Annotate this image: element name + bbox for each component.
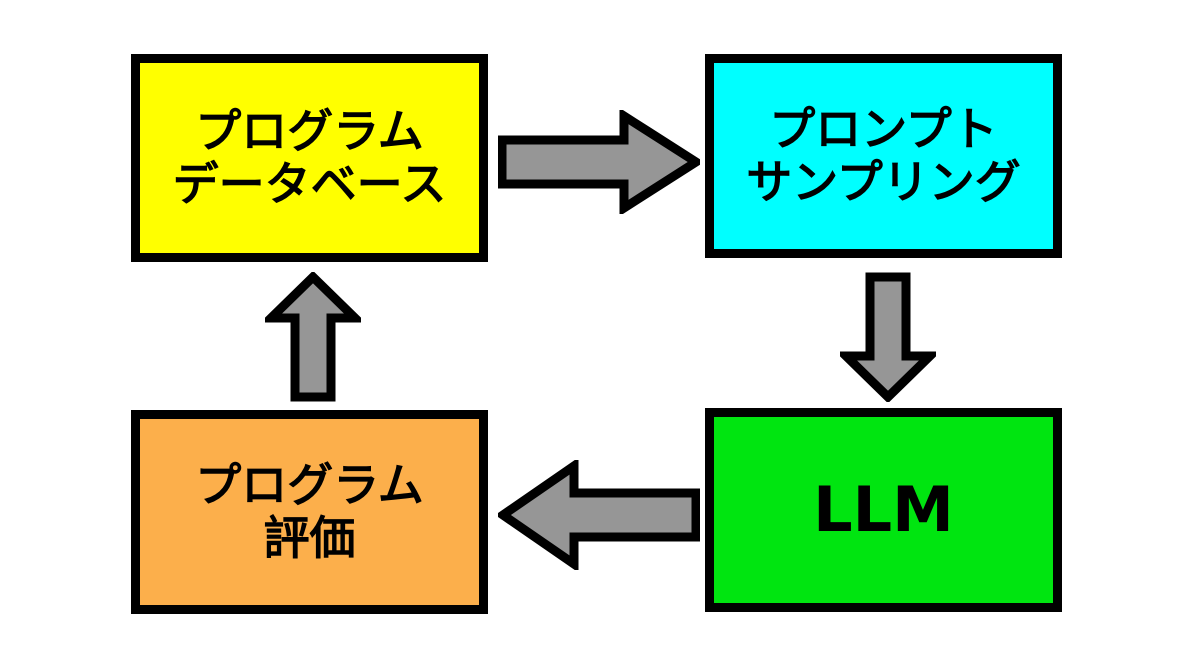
node-program-database-line-1: プログラム (195, 103, 424, 158)
node-prompt-sampling-line-1: プロンプト (769, 101, 998, 156)
node-llm-label: LLM (813, 473, 954, 547)
arrow-program-evaluation-to-database (265, 272, 361, 402)
node-prompt-sampling-line-2: サンプリング (746, 155, 1021, 209)
node-program-evaluation-line-2: 評価 (263, 511, 356, 565)
arrow-prompt-sampling-to-llm (840, 272, 936, 402)
node-program-database[interactable]: プログラム データベース (131, 54, 488, 262)
node-program-evaluation-line-1: プログラム (195, 457, 424, 512)
node-program-evaluation[interactable]: プログラム 評価 (131, 410, 488, 614)
node-llm[interactable]: LLM (705, 408, 1062, 612)
arrow-database-to-prompt-sampling (498, 110, 700, 214)
node-prompt-sampling[interactable]: プロンプト サンプリング (705, 54, 1062, 258)
arrow-llm-to-program-evaluation (498, 460, 700, 570)
node-program-database-line-2: データベース (172, 157, 447, 211)
